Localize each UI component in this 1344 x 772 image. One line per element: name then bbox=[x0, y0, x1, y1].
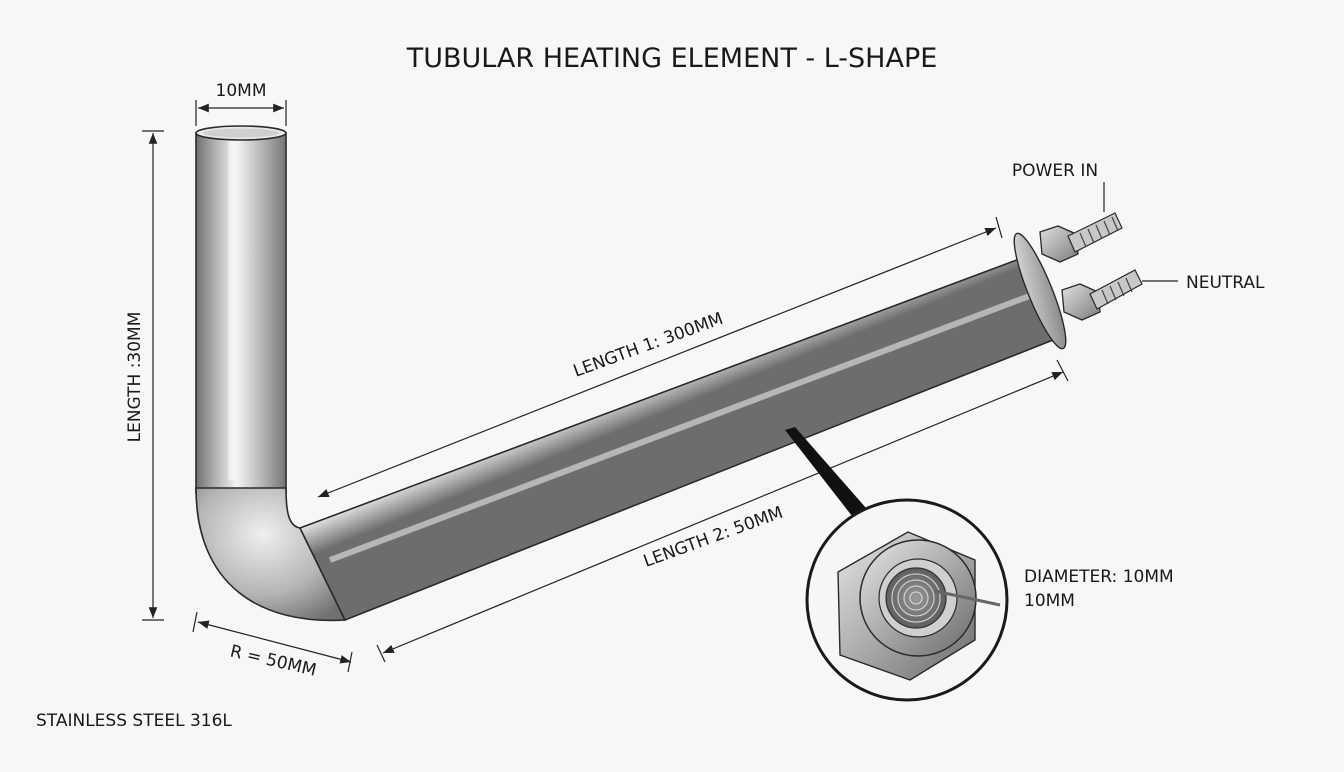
bend-radius-label: R = 50MM bbox=[228, 642, 318, 681]
vertical-leg bbox=[195, 132, 287, 494]
neutral-label: NEUTRAL bbox=[1186, 273, 1265, 293]
vertical-length-label: LENGTH :30MM bbox=[125, 312, 145, 443]
length-1-label: LENGTH 1: 300MM bbox=[571, 309, 726, 382]
dimension-top-width bbox=[195, 100, 287, 126]
diagram-title: TUBULAR HEATING ELEMENT - L-SHAPE bbox=[406, 43, 938, 74]
tube-bend bbox=[195, 487, 347, 622]
dimension-vertical-length bbox=[142, 130, 164, 621]
hex-nut-icon bbox=[1039, 225, 1079, 263]
diameter-sublabel: 10MM bbox=[1024, 591, 1075, 611]
heating-coil-icon bbox=[885, 567, 947, 629]
threaded-stud-icon bbox=[1067, 212, 1123, 253]
resistance-wire bbox=[934, 589, 1001, 607]
terminal-power-in bbox=[1039, 212, 1123, 263]
hex-nut-icon bbox=[1061, 283, 1101, 321]
mounting-flange bbox=[1013, 232, 1067, 350]
dimension-bend-radius bbox=[192, 611, 353, 673]
dimension-length-2 bbox=[376, 359, 1069, 663]
terminal-neutral bbox=[1061, 269, 1143, 321]
power-in-label: POWER IN bbox=[1012, 161, 1098, 181]
threaded-stud-icon bbox=[1089, 269, 1143, 310]
diameter-label: DIAMETER: 10MM bbox=[1024, 567, 1174, 587]
detail-callout-pointer bbox=[785, 427, 866, 516]
material-label: STAINLESS STEEL 316L bbox=[36, 711, 232, 731]
cross-section-detail bbox=[785, 427, 1009, 702]
top-width-label: 10MM bbox=[216, 81, 267, 101]
